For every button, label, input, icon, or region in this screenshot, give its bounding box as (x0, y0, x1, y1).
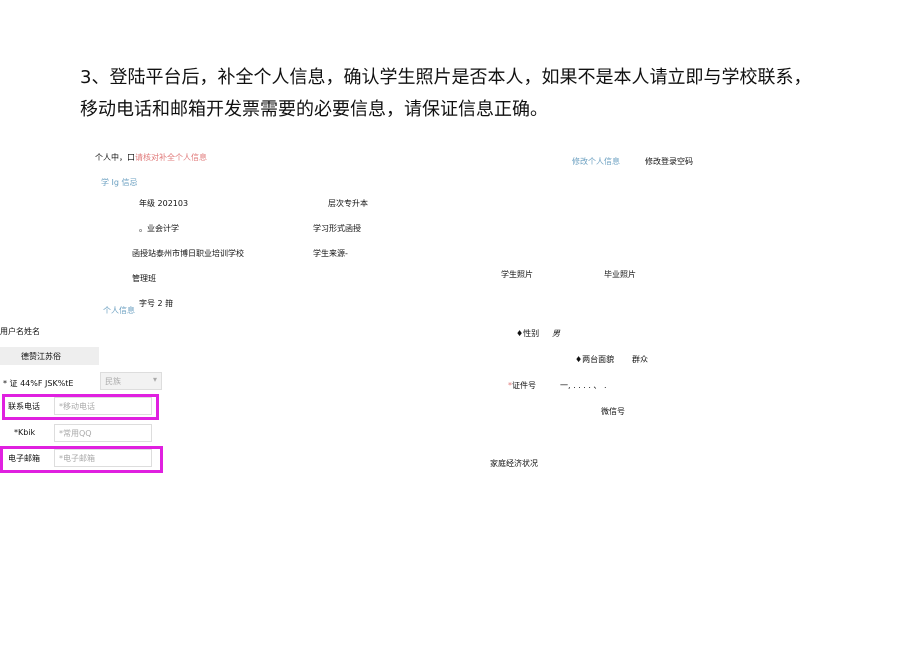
qq-label: *Kbik (14, 428, 36, 437)
username-value: 德赞江苏俗 (21, 352, 61, 361)
student-photo-label: 学生照片 (501, 270, 533, 279)
breadcrumb-text: 个人中，口 (95, 153, 135, 162)
id-label: * 证 44%F JSK%tE (3, 379, 74, 388)
edit-info-link[interactable]: 修改个人信息 (572, 157, 620, 166)
username-label: 用户名姓名 (0, 327, 40, 336)
gender-label: ♦性别 (516, 329, 540, 338)
grade: 年级 202103 (139, 199, 189, 208)
email-highlight (0, 446, 163, 473)
wechat-label: 微信号 (601, 407, 625, 416)
phone-input[interactable]: *移动电话 (54, 397, 152, 415)
station: 函授站泰州市博日职业培训学校 (132, 249, 244, 258)
level: 层次专升本 (328, 199, 368, 208)
family-label: 家庭经济状况 (490, 459, 538, 468)
phone-label: 联系电话 (8, 402, 40, 411)
chevron-down-icon: ▾ (152, 375, 157, 384)
gender-value: 男 (552, 329, 560, 338)
politics-value: 群众 (632, 355, 648, 364)
class: 管理班 (132, 274, 156, 283)
student-info-title: 学 Ig 信忌 (101, 178, 138, 187)
politics-label: ♦两台面貌 (575, 355, 615, 364)
idno-label: 证件号 (512, 381, 536, 390)
phone-value: *移动电话 (59, 402, 95, 411)
phone-highlight (2, 394, 159, 420)
username-field[interactable]: 德赞江苏俗 (0, 347, 99, 365)
notice-text: 请核对补全个人信息 (135, 153, 207, 162)
grad-photo-label: 毕业照片 (604, 270, 636, 279)
required-mark: * (508, 381, 512, 390)
study-form: 学习形式函授 (313, 224, 361, 233)
email-placeholder: *电子邮箱 (59, 454, 95, 463)
source: 学生来源- (313, 249, 348, 258)
intro-line-2: 移动电话和邮箱开发票需要的必要信息，请保证信息正确。 (80, 99, 548, 120)
email-label: 电子邮箱 (8, 454, 40, 463)
edit-password-link[interactable]: 修改登录空码 (645, 157, 693, 166)
breadcrumb: 个人中，口请核对补全个人信息 (95, 152, 207, 163)
qq-placeholder: *常用QQ (59, 429, 92, 438)
idno-value: 一, . . . . 、 . (560, 381, 607, 390)
major: 。业会计学 (139, 224, 179, 233)
ethnicity-select[interactable]: 民族 ▾ (100, 372, 162, 390)
email-input[interactable]: *电子邮箱 (54, 449, 152, 467)
intro-line-1: 3、登陆平台后，补全个人信息，确认学生照片是否本人，如果不是本人请立即与学校联系… (80, 67, 812, 88)
select-placeholder: 民族 (105, 377, 121, 386)
qq-input[interactable]: *常用QQ (54, 424, 152, 442)
student-no: 字号 2 箝 (139, 299, 174, 308)
personal-info-title: 个人信息 (103, 306, 135, 315)
